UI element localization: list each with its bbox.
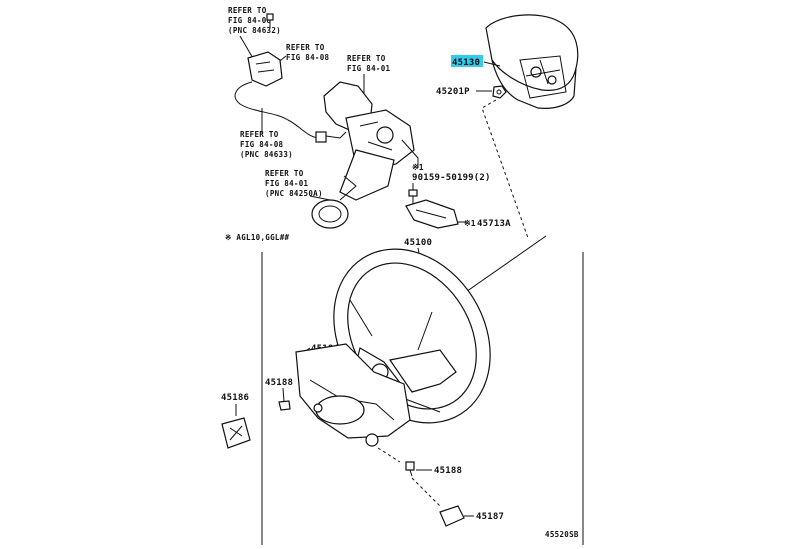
refer-5-line1: REFER TO: [265, 169, 304, 178]
leader-45130: [483, 61, 501, 67]
refer-3-line2: FIG 84-01: [347, 64, 391, 73]
screw-45188-lower-icon[interactable]: [405, 461, 415, 477]
refer-5-line3: (PNC 84250A): [265, 189, 323, 198]
screw-top-icon: [266, 13, 274, 28]
leader-45188-upper: [282, 387, 285, 403]
refer-block-5[interactable]: REFER TO FIG 84-01 (PNC 84250A): [265, 169, 323, 198]
label-45130[interactable]: 45130: [452, 58, 480, 68]
refer-5-leader: [309, 195, 331, 201]
label-45188-upper[interactable]: 45188: [265, 378, 293, 388]
nut-45201p-icon[interactable]: [492, 85, 507, 99]
switch-cable-assembly-icon[interactable]: [234, 51, 347, 143]
cover-45187-icon[interactable]: [439, 505, 465, 527]
screw-45188-upper-icon[interactable]: [278, 400, 291, 411]
label-90159-50199[interactable]: 90159-50199(2): [412, 173, 491, 183]
dashed-guide-lower: [377, 447, 441, 507]
note-model-code: ※ AGL10,GGL##: [225, 233, 290, 242]
spiral-cable-icon[interactable]: [311, 175, 357, 229]
horn-switch-45713a-icon[interactable]: [405, 199, 459, 229]
refer-1-line3: (PNC 84632): [228, 26, 281, 35]
refer-block-1[interactable]: REFER TO FIG 84-08 (PNC 84632): [228, 6, 281, 35]
refer-2-line2: FIG 84-08: [286, 53, 330, 62]
label-45201p[interactable]: 45201P: [436, 87, 470, 97]
lower-cover-45184-icon[interactable]: [295, 343, 411, 447]
refer-block-2[interactable]: REFER TO FIG 84-08: [286, 43, 330, 62]
label-45188-lower[interactable]: 45188: [434, 466, 462, 476]
refer-1-leader: [239, 35, 255, 61]
refer-2-line1: REFER TO: [286, 43, 325, 52]
refer-4-line3: (PNC 84633): [240, 150, 293, 159]
note-asterisk-1: ※1: [412, 163, 424, 172]
note-asterisk-2: ※1: [464, 219, 476, 228]
cover-45186-icon[interactable]: [221, 417, 251, 449]
label-45187[interactable]: 45187: [476, 512, 504, 522]
label-45186[interactable]: 45186: [221, 393, 249, 403]
refer-block-4[interactable]: REFER TO FIG 84-08 (PNC 84633): [240, 130, 293, 159]
refer-5-line2: FIG 84-01: [265, 179, 309, 188]
refer-block-3[interactable]: REFER TO FIG 84-01: [347, 54, 391, 73]
refer-1-line2: FIG 84-08: [228, 16, 272, 25]
refer-4-line1: REFER TO: [240, 130, 279, 139]
airbag-assembly-icon[interactable]: [485, 14, 579, 109]
refer-4-line2: FIG 84-08: [240, 140, 284, 149]
refer-1-line1: REFER TO: [228, 6, 267, 15]
label-45100[interactable]: 45100: [404, 238, 432, 248]
label-45713a[interactable]: 45713A: [477, 219, 511, 229]
column-cover-icon[interactable]: [323, 81, 419, 201]
figure-id: 45520SB: [545, 530, 579, 539]
dashed-guide-airbag: [481, 99, 529, 239]
label-45130-highlight: [451, 55, 483, 67]
refer-3-line1: REFER TO: [347, 54, 386, 63]
